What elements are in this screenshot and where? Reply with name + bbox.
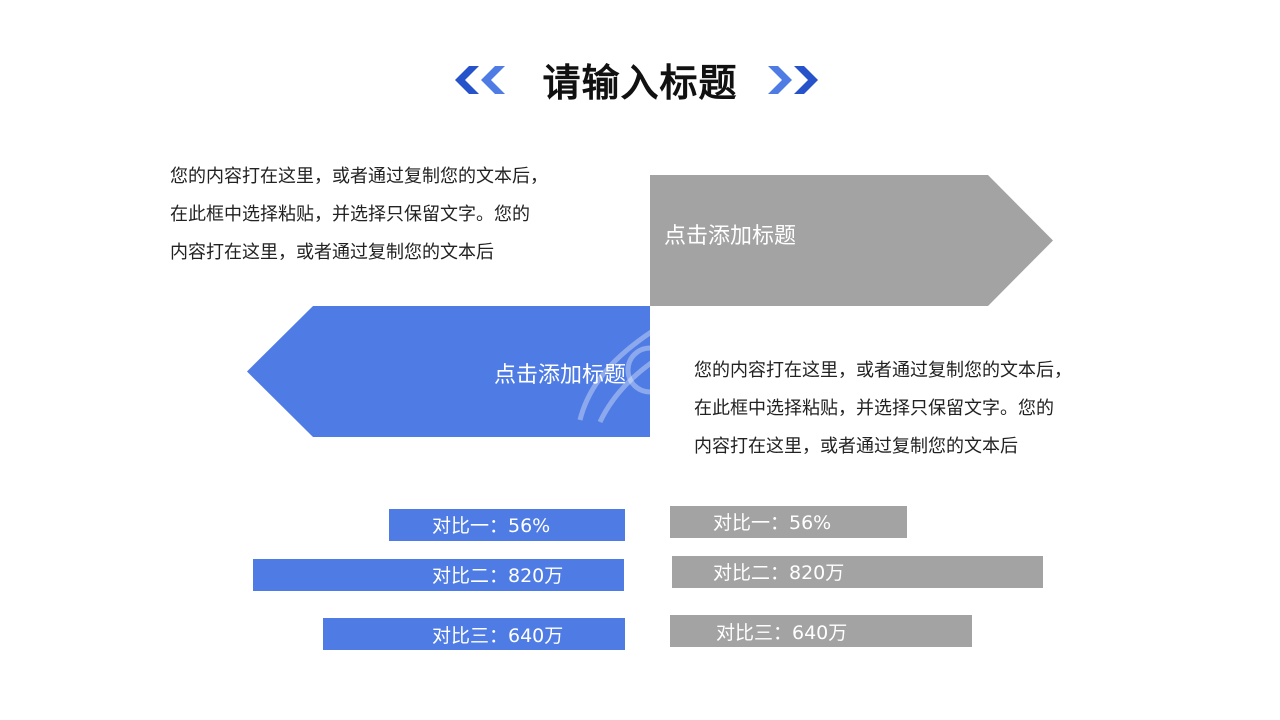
bottom-paragraph-line: 您的内容打在这里，或者通过复制您的文本后， <box>694 360 1072 381</box>
top-paragraph-line: 在此框中选择粘贴，并选择只保留文字。您的 <box>170 204 530 225</box>
compare-label-left-1: 对比一：56% <box>432 515 551 537</box>
compare-label-left-3: 对比三：640万 <box>432 625 564 647</box>
bottom-paragraph-line: 在此框中选择粘贴，并选择只保留文字。您的 <box>694 398 1054 419</box>
double-chevron-right-icon <box>768 66 818 94</box>
compare-bar-left-1 <box>389 509 625 541</box>
top-paragraph: 您的内容打在这里，或者通过复制您的文本后， 在此框中选择粘贴，并选择只保留文字。… <box>170 158 630 272</box>
bottom-paragraph: 您的内容打在这里，或者通过复制您的文本后， 在此框中选择粘贴，并选择只保留文字。… <box>694 352 1154 466</box>
compare-bar-left-3 <box>323 618 625 650</box>
blue-arrow-shape <box>247 306 650 437</box>
compare-label-right-1: 对比一：56% <box>713 512 832 534</box>
blue-arrow-label: 点击添加标题 <box>494 363 627 388</box>
page-title: 请输入标题 <box>542 61 738 105</box>
compare-bar-right-1 <box>670 506 907 538</box>
compare-label-left-2: 对比二：820万 <box>432 565 564 587</box>
bottom-paragraph-line: 内容打在这里，或者通过复制您的文本后 <box>694 436 1018 457</box>
top-paragraph-line: 您的内容打在这里，或者通过复制您的文本后， <box>170 166 548 187</box>
title-bar: 请输入标题 <box>0 50 1280 110</box>
compare-bar-left-2 <box>253 559 624 591</box>
gray-arrow-shape <box>650 175 1053 306</box>
top-paragraph-line: 内容打在这里，或者通过复制您的文本后 <box>170 242 494 263</box>
compare-bar-right-3 <box>670 615 972 647</box>
compare-label-right-3: 对比三：640万 <box>716 622 848 644</box>
compare-bar-right-2 <box>672 556 1043 588</box>
gray-arrow-label: 点击添加标题 <box>664 224 797 249</box>
double-chevron-left-icon <box>455 66 505 94</box>
compare-label-right-2: 对比二：820万 <box>713 562 845 584</box>
